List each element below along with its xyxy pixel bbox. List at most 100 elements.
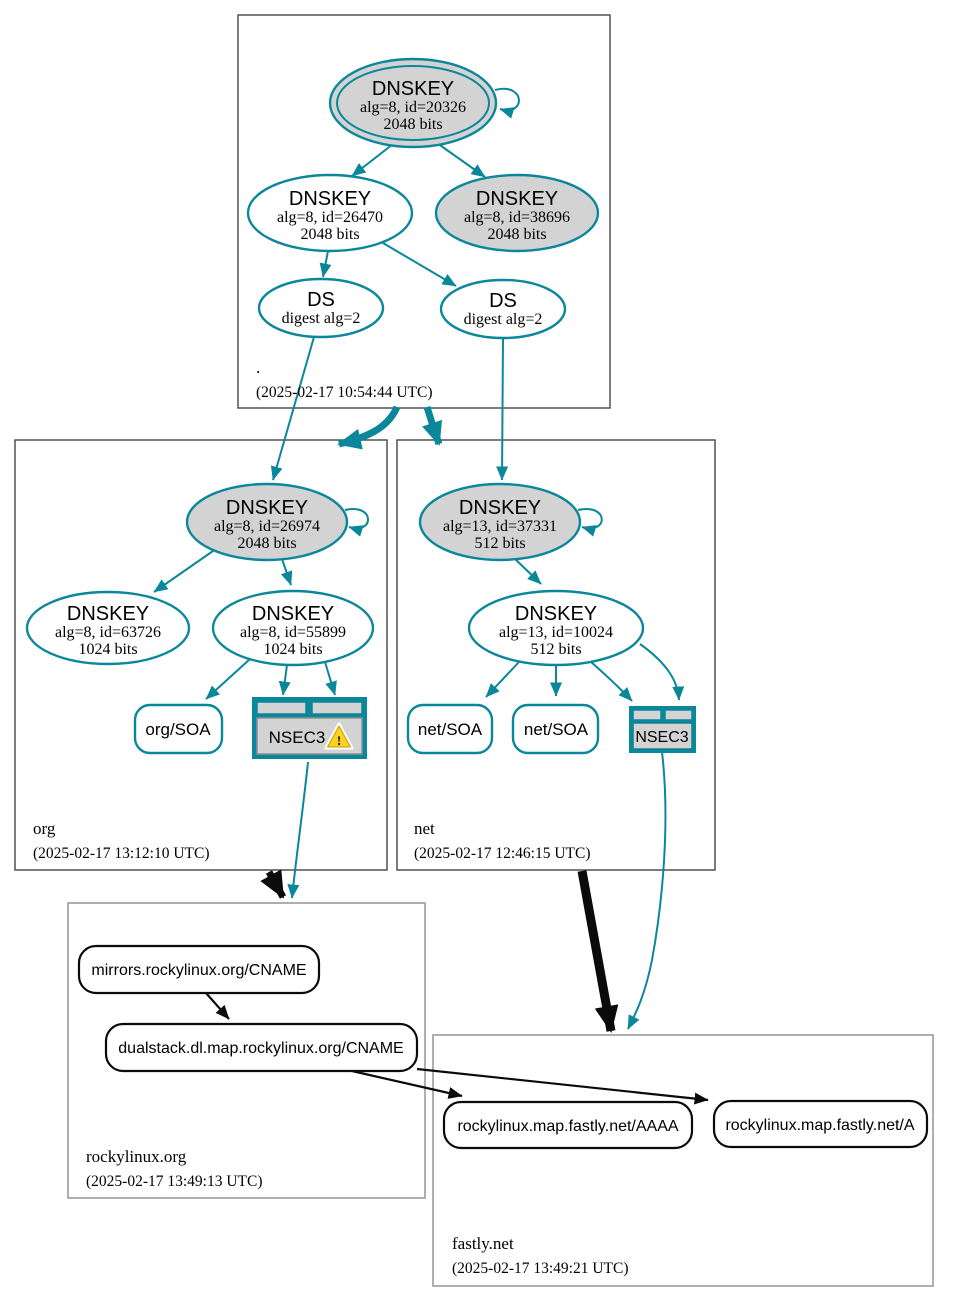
dualstack-cname-rect xyxy=(104,1022,419,1073)
zone-label-net: net xyxy=(414,819,435,838)
edge-net-key1-to-soa1 xyxy=(485,661,520,698)
zone-timestamp-net: (2025-02-17 12:46:15 UTC) xyxy=(414,845,591,862)
edge-root-zsk-to-ds-org xyxy=(319,250,332,278)
svg-text:rockylinux.map.fastly.net/AAAA: rockylinux.map.fastly.net/AAAA xyxy=(457,1118,678,1135)
warning-icon: ! xyxy=(324,722,354,750)
node-net-dnskey-10024[interactable]: DNSKEY alg=13, id=10024 512 bits xyxy=(467,589,645,667)
node-fastly-a[interactable]: rockylinux.map.fastly.net/A xyxy=(712,1099,929,1149)
svg-text:DNSKEY: DNSKEY xyxy=(459,497,541,519)
edge-ds-to-net-ksk xyxy=(496,337,509,481)
org-soa-rect xyxy=(133,703,224,755)
svg-text:digest alg=2: digest alg=2 xyxy=(464,311,543,328)
edge-mirrors-to-dualstack xyxy=(205,992,230,1020)
svg-text:org/SOA: org/SOA xyxy=(145,720,211,739)
node-root-dnskey-ksk[interactable]: DNSKEY alg=8, id=20326 2048 bits xyxy=(328,57,498,149)
svg-text:DNSKEY: DNSKEY xyxy=(476,188,558,210)
zone-label-rockylinux: rockylinux.org xyxy=(86,1147,187,1166)
svg-text:2048 bits: 2048 bits xyxy=(487,226,546,243)
edge-root-ksk-selfloop xyxy=(494,87,520,119)
edge-org-to-rockylinux xyxy=(260,869,287,899)
node-org-nsec3[interactable]: NSEC3 ! xyxy=(252,697,367,759)
zone-timestamp-org: (2025-02-17 13:12:10 UTC) xyxy=(33,845,210,862)
root-zsk-ellipse xyxy=(246,173,414,253)
svg-text:!: ! xyxy=(337,733,341,748)
edge-root-ksk-to-key2 xyxy=(436,142,486,178)
svg-text:2048 bits: 2048 bits xyxy=(237,535,296,552)
mirrors-cname-rect xyxy=(77,944,321,995)
node-net-nsec3[interactable]: NSEC3 xyxy=(629,706,696,753)
org-nsec3-cell-a xyxy=(256,701,307,715)
svg-text:mirrors.rockylinux.org/CNAME: mirrors.rockylinux.org/CNAME xyxy=(91,962,306,979)
svg-text:rockylinux.map.fastly.net/A: rockylinux.map.fastly.net/A xyxy=(725,1117,914,1134)
org-ksk-ellipse xyxy=(185,482,349,562)
edge-net-key1-to-nsec3-b xyxy=(639,643,685,701)
svg-text:net/SOA: net/SOA xyxy=(418,720,483,739)
node-fastly-aaaa[interactable]: rockylinux.map.fastly.net/AAAA xyxy=(442,1100,694,1150)
svg-text:alg=8, id=55899: alg=8, id=55899 xyxy=(240,624,346,641)
svg-text:NSEC3: NSEC3 xyxy=(635,729,688,746)
edge-org-ksk-to-key2 xyxy=(280,558,293,586)
svg-text:1024 bits: 1024 bits xyxy=(263,641,322,658)
svg-text:alg=8, id=38696: alg=8, id=38696 xyxy=(464,209,570,226)
net-nsec3-body xyxy=(632,722,693,750)
svg-text:DNSKEY: DNSKEY xyxy=(289,188,371,210)
svg-text:alg=8, id=26470: alg=8, id=26470 xyxy=(277,209,383,226)
edge-org-key2-to-nsec3-b xyxy=(324,661,337,696)
svg-text:2048 bits: 2048 bits xyxy=(383,116,442,133)
fastly-aaaa-rect xyxy=(442,1100,694,1150)
node-net-soa-1[interactable]: net/SOA xyxy=(406,703,494,755)
svg-text:alg=8, id=26974: alg=8, id=26974 xyxy=(214,518,320,535)
edge-root-to-org-delegation xyxy=(337,405,401,450)
edge-net-key1-to-nsec3-a xyxy=(589,660,633,702)
svg-text:NSEC3: NSEC3 xyxy=(269,728,326,747)
edge-org-ksk-selfloop xyxy=(344,507,369,537)
svg-text:DNSKEY: DNSKEY xyxy=(226,497,308,519)
edge-org-nsec3-to-rockylinux xyxy=(287,761,309,899)
node-root-ds-org[interactable]: DS digest alg=2 xyxy=(257,277,385,339)
zone-timestamp-root: (2025-02-17 10:54:44 UTC) xyxy=(256,384,433,401)
root-ds-net-ellipse xyxy=(439,278,567,340)
svg-text:512 bits: 512 bits xyxy=(474,535,525,552)
node-root-dnskey-zsk[interactable]: DNSKEY alg=8, id=26470 2048 bits xyxy=(246,173,414,253)
svg-text:2048 bits: 2048 bits xyxy=(300,226,359,243)
edge-dualstack-to-aaaa xyxy=(351,1069,463,1099)
node-net-soa-2[interactable]: net/SOA xyxy=(511,703,600,755)
svg-text:alg=13, id=37331: alg=13, id=37331 xyxy=(443,518,557,535)
net-nsec3-cell-a xyxy=(632,709,662,721)
zone-timestamp-rockylinux: (2025-02-17 13:49:13 UTC) xyxy=(86,1173,263,1190)
svg-text:DNSKEY: DNSKEY xyxy=(252,603,334,625)
svg-text:DNSKEY: DNSKEY xyxy=(67,603,149,625)
svg-text:512 bits: 512 bits xyxy=(530,641,581,658)
svg-text:DNSKEY: DNSKEY xyxy=(372,78,454,100)
node-dualstack-cname[interactable]: dualstack.dl.map.rockylinux.org/CNAME xyxy=(104,1022,419,1073)
svg-text:digest alg=2: digest alg=2 xyxy=(282,310,361,327)
svg-text:dualstack.dl.map.rockylinux.or: dualstack.dl.map.rockylinux.org/CNAME xyxy=(118,1040,403,1057)
net-key1-ellipse xyxy=(467,589,645,667)
node-root-dnskey-38696[interactable]: DNSKEY alg=8, id=38696 2048 bits xyxy=(434,173,600,253)
svg-text:DS: DS xyxy=(307,289,335,311)
node-org-dnskey-ksk[interactable]: DNSKEY alg=8, id=26974 2048 bits xyxy=(185,482,349,562)
zone-label-org: org xyxy=(33,819,56,838)
edge-dualstack-to-a xyxy=(416,1067,709,1105)
edge-net-nsec3-to-fastly xyxy=(627,751,667,1030)
node-root-ds-net[interactable]: DS digest alg=2 xyxy=(439,278,567,340)
svg-text:DNSKEY: DNSKEY xyxy=(515,603,597,625)
node-net-dnskey-ksk[interactable]: DNSKEY alg=13, id=37331 512 bits xyxy=(418,482,582,562)
root-key2-ellipse xyxy=(434,173,600,253)
root-ds-org-ellipse xyxy=(257,277,385,339)
org-key2-ellipse xyxy=(211,589,375,667)
zone-timestamp-fastly: (2025-02-17 13:49:21 UTC) xyxy=(452,1260,629,1277)
node-org-soa[interactable]: org/SOA xyxy=(133,703,224,755)
node-mirrors-cname[interactable]: mirrors.rockylinux.org/CNAME xyxy=(77,944,321,995)
edge-root-ksk-to-zsk xyxy=(351,143,394,177)
node-org-dnskey-55899[interactable]: DNSKEY alg=8, id=55899 1024 bits xyxy=(211,589,375,667)
net-soa1-rect xyxy=(406,703,494,755)
edge-org-key2-to-soa xyxy=(205,658,251,700)
svg-text:alg=8, id=63726: alg=8, id=63726 xyxy=(55,624,161,641)
zone-label-root: . xyxy=(256,358,260,377)
edge-ds-to-org-ksk xyxy=(270,336,315,481)
root-ksk-inner-ellipse xyxy=(336,65,490,141)
node-org-dnskey-63726[interactable]: DNSKEY alg=8, id=63726 1024 bits xyxy=(25,590,191,666)
edge-org-key2-to-nsec3-a xyxy=(278,664,291,696)
